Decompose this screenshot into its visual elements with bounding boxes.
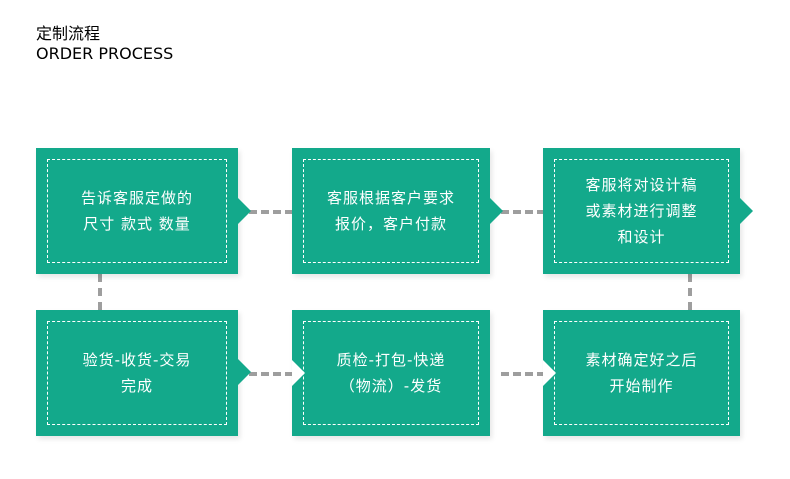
node-dashed-border xyxy=(303,159,479,263)
flow-node-step-1[interactable]: 告诉客服定做的 尺寸 款式 数量 xyxy=(36,148,251,274)
connector-step4-step5 xyxy=(501,372,545,376)
page-subtitle: ORDER PROCESS xyxy=(36,44,174,63)
connector-step6-step1 xyxy=(98,274,102,310)
flow-node-label: 验货-收货-交易 完成 xyxy=(82,351,192,395)
flow-node-step-2[interactable]: 客服根据客户要求 报价，客户付款 xyxy=(292,148,503,274)
connector-step3-step4 xyxy=(688,274,692,310)
flow-node-step-5[interactable]: 质检-打包-快递 （物流）-发货 xyxy=(292,310,490,436)
node-dashed-border xyxy=(47,159,227,263)
flow-node-step-6[interactable]: 验货-收货-交易 完成 xyxy=(36,310,238,436)
flow-node-label: 素材确定好之后 开始制作 xyxy=(585,351,698,395)
node-dashed-border xyxy=(554,159,729,263)
header: 定制流程 ORDER PROCESS xyxy=(36,20,173,63)
flow-node-label: 质检-打包-快递 （物流）-发货 xyxy=(336,351,446,395)
arrow-left-icon xyxy=(292,360,305,386)
connector-step2-step3 xyxy=(501,210,545,214)
flow-node-label: 告诉客服定做的 尺寸 款式 数量 xyxy=(80,189,193,233)
page-title: 定制流程 xyxy=(36,24,101,43)
node-dashed-border xyxy=(47,321,227,425)
flow-node-label: 客服将对设计稿 或素材进行调整 和设计 xyxy=(585,176,698,246)
connector-step1-step2 xyxy=(249,210,293,214)
flow-node-step-4[interactable]: 素材确定好之后 开始制作 xyxy=(543,310,740,436)
arrow-right-icon xyxy=(238,198,251,224)
arrow-left-icon-step-6 xyxy=(238,359,251,385)
arrow-right-icon xyxy=(740,198,753,224)
flow-node-label: 客服根据客户要求 报价，客户付款 xyxy=(326,189,455,233)
arrow-right-icon xyxy=(490,198,503,224)
connector-step5-step6 xyxy=(249,372,293,376)
flow-node-step-3[interactable]: 客服将对设计稿 或素材进行调整 和设计 xyxy=(543,148,753,274)
arrow-left-icon xyxy=(543,360,556,386)
